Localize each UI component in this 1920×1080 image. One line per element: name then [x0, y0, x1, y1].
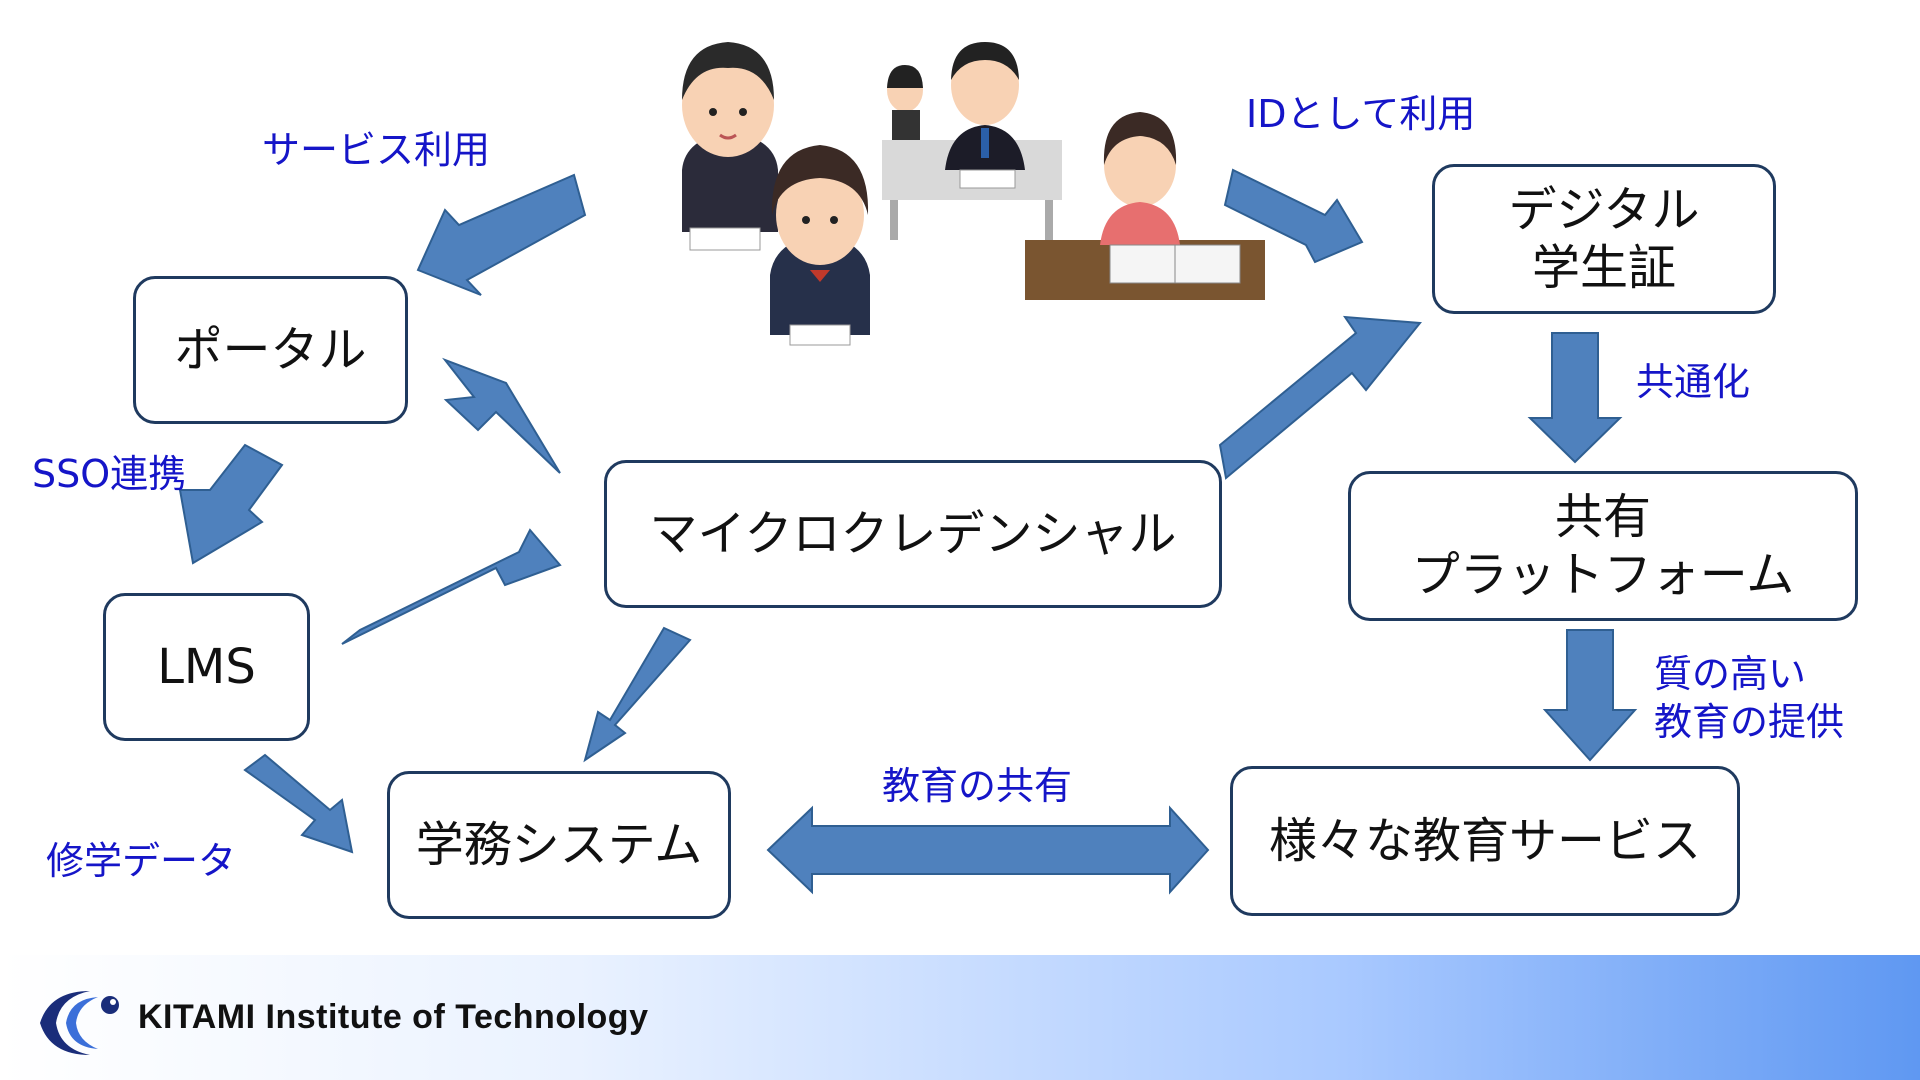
education-services-box: 様々な教育サービス [1230, 766, 1740, 916]
kitami-logo-icon [40, 991, 119, 1055]
student-desk-figure [1025, 112, 1265, 300]
lms-box: LMS [103, 593, 310, 741]
label-edu-share: 教育の共有 [882, 764, 1073, 808]
student-boy-figure [682, 42, 778, 251]
label-study-data: 修学データ [46, 839, 237, 883]
portal-box: ポータル [133, 276, 408, 424]
label-quality-line1: 質の高い [1654, 652, 1807, 696]
gakumu-system-box: 学務システム [387, 771, 731, 919]
arrow-micro-to-digital-id [1218, 315, 1422, 480]
microcredential-box: マイクロクレデンシャル [604, 460, 1222, 608]
digital-student-id-box: デジタル 学生証 [1432, 164, 1776, 314]
arrow-students-to-digital-id [1223, 168, 1364, 264]
student-girl-figure [770, 145, 870, 346]
portal-label: ポータル [174, 322, 367, 378]
arrow-portal-to-lms [178, 443, 284, 565]
shared-platform-line1: 共有 [1554, 489, 1651, 545]
arrow-lms-to-micro [341, 528, 562, 645]
arrow-digital-id-to-platform [1527, 332, 1623, 464]
org-name: KITAMI Institute of Technology [138, 998, 649, 1036]
digital-student-id-line2: 学生証 [1531, 240, 1676, 296]
arrow-platform-to-services [1542, 629, 1638, 762]
label-sso: SSO連携 [32, 452, 187, 496]
microcredential-label: マイクロクレデンシャル [649, 506, 1177, 562]
arrow-micro-to-gakumu [583, 626, 692, 763]
lms-label: LMS [157, 639, 256, 695]
footer-bar: KITAMI Institute of Technology [0, 955, 1920, 1080]
gakumu-system-label: 学務システム [415, 817, 703, 873]
students-illustration [682, 42, 1265, 346]
arrow-gakumu-services-bidirectional [766, 805, 1210, 895]
label-quality: 質の高い 教育の提供 [1654, 650, 1844, 746]
label-quality-line2: 教育の提供 [1654, 700, 1845, 744]
label-common: 共通化 [1636, 360, 1751, 404]
classroom-scene [882, 42, 1062, 240]
label-id-use: IDとして利用 [1246, 92, 1476, 136]
label-service-use: サービス利用 [262, 128, 491, 172]
arrow-students-to-portal [416, 173, 587, 296]
arrow-lms-to-gakumu [243, 753, 354, 854]
shared-platform-box: 共有 プラットフォーム [1348, 471, 1858, 621]
arrow-micro-to-portal [442, 357, 561, 474]
digital-student-id-line1: デジタル [1508, 182, 1700, 238]
shared-platform-line2: プラットフォーム [1411, 547, 1795, 603]
education-services-label: 様々な教育サービス [1268, 813, 1701, 869]
